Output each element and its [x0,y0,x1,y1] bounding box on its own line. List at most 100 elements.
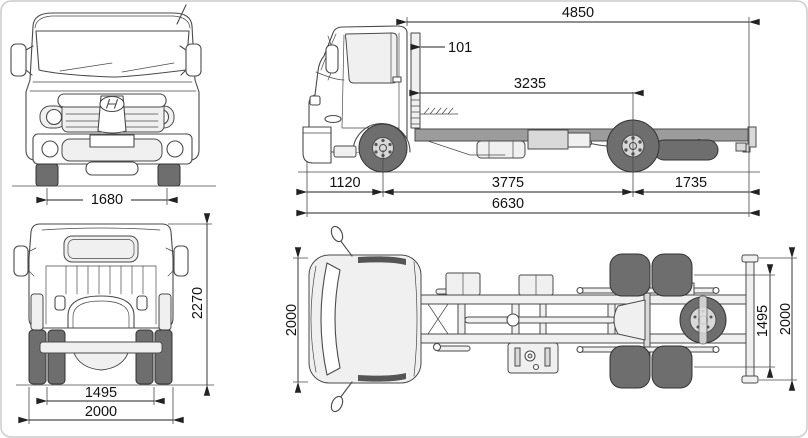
side-door-window [345,32,398,84]
top-right-outer-tire [651,345,693,389]
right-arch-bracket [136,295,148,311]
roof-drip-rail-bottom [358,373,406,382]
dim-label-2270: 2270 [190,287,206,319]
dim-front-track: 1680 [36,188,178,208]
dim-label-top-2000-left: 2000 [284,304,300,336]
air-tank-side [567,132,591,148]
fuel-tank-side [476,140,526,159]
rear-crossbar [39,341,163,354]
right-tail-lamp-icon [158,293,172,331]
left-tail-lamp-icon [30,293,44,331]
spare-tire-top [679,295,727,345]
side-front-bumper [302,126,332,164]
front-cowl-lines [29,81,197,92]
top-right-inner-tire [609,345,651,389]
left-arch-bracket [54,295,66,311]
hood-edge-top [310,265,317,373]
rear-left-mirror [13,245,29,277]
dim-label-top-2000-right: 2000 [778,303,794,335]
side-view: 4850 101 3235 1120 3775 1735 6630 [296,5,760,217]
driveshaft-joint [506,313,520,327]
rear-end-cap-bottom [741,375,759,384]
dim-label-rear-2000: 2000 [85,404,117,420]
differential-hump [73,352,129,371]
left-headlamp-icon [45,108,63,126]
top-mirror-right [330,395,344,413]
dim-label-101: 101 [448,40,472,56]
front-roof-trim [34,15,191,29]
right-bumper-lamp-icon [166,140,184,158]
antenna-icon [176,4,187,25]
left-bumper-lamp-icon [41,140,59,158]
body-floor-hatch [419,107,459,115]
cab-step-box [333,145,357,158]
dim-rear: 2270 1495 2000 [18,213,212,424]
dim-label-1735: 1735 [675,175,707,191]
hyundai-logo-icon [99,95,125,113]
spare-tire-side [653,139,719,161]
windshield-top [320,262,341,376]
rear-right-outer-tire [154,329,173,385]
side-front-wheel [358,123,408,173]
wiper-icons [59,62,175,73]
rear-panel-ribs [65,265,144,295]
spare-strap [698,295,708,345]
front-spring-right [435,345,471,352]
side-mirror-arms [327,35,332,81]
dim-top: 2000 1495 2000 [284,247,797,393]
top-left-outer-tire [609,253,651,297]
cab-rear-edge-top [413,261,418,377]
dim-label-6630: 6630 [492,196,524,212]
differential-top [613,299,646,341]
fuel-tank-top [507,342,559,374]
dim-label-1120: 1120 [329,175,360,191]
dim-label-rear-1495: 1495 [85,385,117,401]
rear-end-cap-top [741,254,759,263]
right-mirror [185,43,202,77]
dim-label-top-1495: 1495 [755,305,771,337]
rear-view: 2270 1495 2000 [13,213,214,424]
rear-panel-edges [45,265,157,325]
front-air-dam [85,161,139,176]
dim-label-3775: 3775 [492,175,524,191]
driveshaft [464,316,616,324]
rear-left-inner-tire [47,329,66,385]
top-mirror-arm-right [339,381,353,399]
dim-label-3235: 3235 [514,76,546,92]
top-view: 2000 1495 2000 [284,225,797,413]
crossmember-1 [457,303,466,335]
side-mirror [325,44,339,74]
left-mirror-arms [25,45,34,76]
front-windshield [35,30,190,78]
roof-drip-rail-top [358,256,406,265]
side-headlamp-icon [309,95,321,106]
license-plate [89,134,135,148]
dim-side: 4850 101 3235 1120 3775 1735 6630 [296,5,760,217]
front-view: 1680 [10,4,216,208]
door-handle [392,76,402,83]
front-right-wheel [157,163,181,187]
top-left-inner-tire [651,253,693,297]
tail-lamp-icon [735,142,747,152]
rear-right-mirror [173,245,189,277]
cab-back-stack [410,32,421,129]
rear-left-outer-tire [28,329,47,385]
wheel-arch-dome [67,295,135,329]
cab-mount-brace [427,140,506,156]
tow-bracket [432,342,442,352]
top-mirror-left [330,225,344,243]
rear-end-crossmember [745,257,755,381]
left-mirror [10,43,27,77]
dim-label-1680: 1680 [91,192,123,208]
battery-box-side [527,129,569,150]
k-brace [427,303,449,335]
top-mirror-arm-left [339,239,353,257]
rear-roof-trim [41,227,161,231]
front-left-wheel [35,163,59,187]
right-mirror-arms [179,45,187,76]
dim-label-4850: 4850 [562,5,594,21]
rear-window [63,235,139,263]
